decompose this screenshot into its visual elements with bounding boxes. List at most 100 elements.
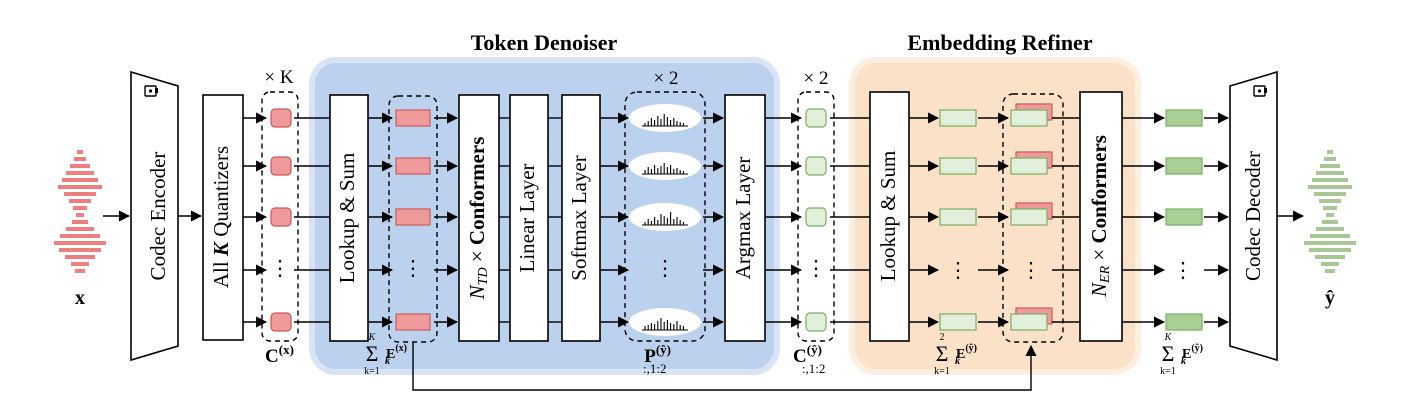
wave-bar: [66, 171, 94, 175]
wave-bar: [73, 206, 87, 210]
wave-bar: [1316, 227, 1344, 231]
wave-bar: [1326, 213, 1334, 217]
svg-text:Σ: Σ: [936, 341, 949, 366]
wave-bar: [65, 255, 95, 259]
quantizers-label: All K Quantizers: [209, 146, 233, 288]
td-conformers-label: NTD × Conformers: [465, 137, 491, 301]
lookup-sum-2-block: [869, 91, 910, 342]
embedding-y-rect: [939, 157, 977, 175]
wave-bar: [1312, 178, 1348, 182]
embedding-refiner-panel: [849, 57, 1141, 375]
combined-embeddings-ellipsis: ⋮: [1021, 258, 1042, 282]
token-denoiser-title: Token Denoiser: [471, 30, 618, 55]
code-x-token: [270, 207, 292, 227]
input-waveform-icon: [54, 150, 106, 273]
wave-bar: [64, 192, 96, 196]
td-conformers-block: [458, 94, 500, 342]
combined-embedding-stack: [1010, 103, 1053, 127]
svg-text:K: K: [368, 332, 377, 343]
svg-text:k=1: k=1: [934, 366, 950, 377]
codec-encoder-block: [130, 70, 179, 362]
output-embeddings-ellipsis: ⋮: [1173, 258, 1194, 282]
svg-text:k=1: k=1: [1160, 366, 1176, 377]
wave-bar: [1320, 164, 1340, 168]
wave-bar: [1319, 199, 1341, 203]
svg-text:2: 2: [940, 332, 945, 343]
codec-encoder-label: Codec Encoder: [146, 152, 170, 281]
wave-bar: [1304, 241, 1356, 245]
code-x-token: [270, 312, 292, 332]
combined-embedding-stack: [1010, 151, 1053, 175]
wave-bar: [70, 164, 90, 168]
wave-bar: [71, 262, 89, 266]
code-y-token: [805, 156, 827, 176]
combined-embedding-stack: [1010, 202, 1053, 226]
wave-bar: [1322, 220, 1338, 224]
wave-bar: [66, 227, 94, 231]
probability-distribution-icon: [629, 152, 701, 180]
embedding-x-rect: [395, 157, 431, 175]
softmax-layer-block: [561, 94, 601, 342]
c-x-label: C(x): [265, 342, 294, 367]
combined-embedding-stack: [1010, 307, 1053, 331]
output-embedding-rect: [1165, 208, 1203, 226]
input-label: x: [75, 287, 85, 309]
embedding-y-rect: [939, 208, 977, 226]
codes-x-ellipsis: ⋮: [270, 256, 291, 280]
output-embedding-rect: [1165, 313, 1203, 331]
codec-decoder-label: Codec Decoder: [1241, 151, 1265, 281]
wave-bar: [1325, 269, 1335, 273]
wave-bar: [75, 269, 85, 273]
output-embedding-rect: [1165, 157, 1203, 175]
er-conformers-label: NER × Conformers: [1087, 135, 1113, 298]
svg-text:Σ: Σ: [1162, 341, 1175, 366]
embedding-y-rect: [939, 109, 977, 127]
lookup-sum-label: Lookup & Sum: [335, 153, 359, 284]
embedding-x-rect: [395, 313, 431, 331]
embedding-x-rect: [395, 208, 431, 226]
wave-bar: [60, 234, 100, 238]
svg-text:k=1: k=1: [364, 366, 380, 377]
wave-bar: [1314, 192, 1346, 196]
wave-bar: [77, 150, 83, 154]
svg-text:E(ŷ)k: E(ŷ)k: [955, 343, 977, 367]
output-embedding-rect: [1165, 109, 1203, 127]
svg-text:E(ŷ)k: E(ŷ)k: [1181, 343, 1203, 367]
code-x-token: [270, 156, 292, 176]
wave-bar: [69, 199, 91, 203]
wave-bar: [1309, 248, 1351, 252]
wave-bar: [1321, 262, 1339, 266]
code-y-token: [805, 312, 827, 332]
svg-text:K: K: [1164, 332, 1173, 343]
code-x-token: [270, 108, 292, 128]
embedding-x-rect: [395, 109, 431, 127]
wave-bar: [1323, 206, 1337, 210]
wave-bar: [58, 185, 102, 189]
c-y-label: C(ŷ):,1:2: [793, 342, 825, 376]
times-k-label: × K: [264, 67, 293, 88]
wave-bar: [1310, 234, 1350, 238]
skip-connection-arrow: [412, 342, 1037, 391]
softmax-layer-label: Softmax Layer: [567, 155, 591, 280]
probability-distribution-icon: [629, 308, 701, 336]
wave-bar: [1308, 185, 1352, 189]
wave-bar: [1324, 157, 1336, 161]
embedding-refiner-title: Embedding Refiner: [907, 30, 1092, 55]
probability-distribution-icon: [629, 104, 701, 132]
wave-bar: [54, 241, 106, 245]
sum-e-x-label: K Σ k=1 E(x)k: [364, 332, 407, 377]
embeddings-x-ellipsis: ⋮: [403, 256, 424, 280]
argmax-layer-block: [724, 94, 766, 342]
wave-bar: [1316, 171, 1344, 175]
sum-e-out-label: K Σ k=1 E(ŷ)k: [1160, 332, 1203, 377]
argmax-layer-label: Argmax Layer: [731, 157, 755, 280]
er-conformers-block: [1079, 91, 1123, 342]
embeddings-y-ellipsis: ⋮: [948, 258, 969, 282]
embedding-y-rect: [939, 313, 977, 331]
linear-layer-block: [509, 94, 549, 342]
wave-bar: [1315, 255, 1345, 259]
output-label: ŷ: [1325, 287, 1335, 309]
output-waveform-icon: [1304, 150, 1356, 273]
times-2-codes-label: × 2: [804, 68, 829, 89]
wave-bar: [74, 157, 86, 161]
